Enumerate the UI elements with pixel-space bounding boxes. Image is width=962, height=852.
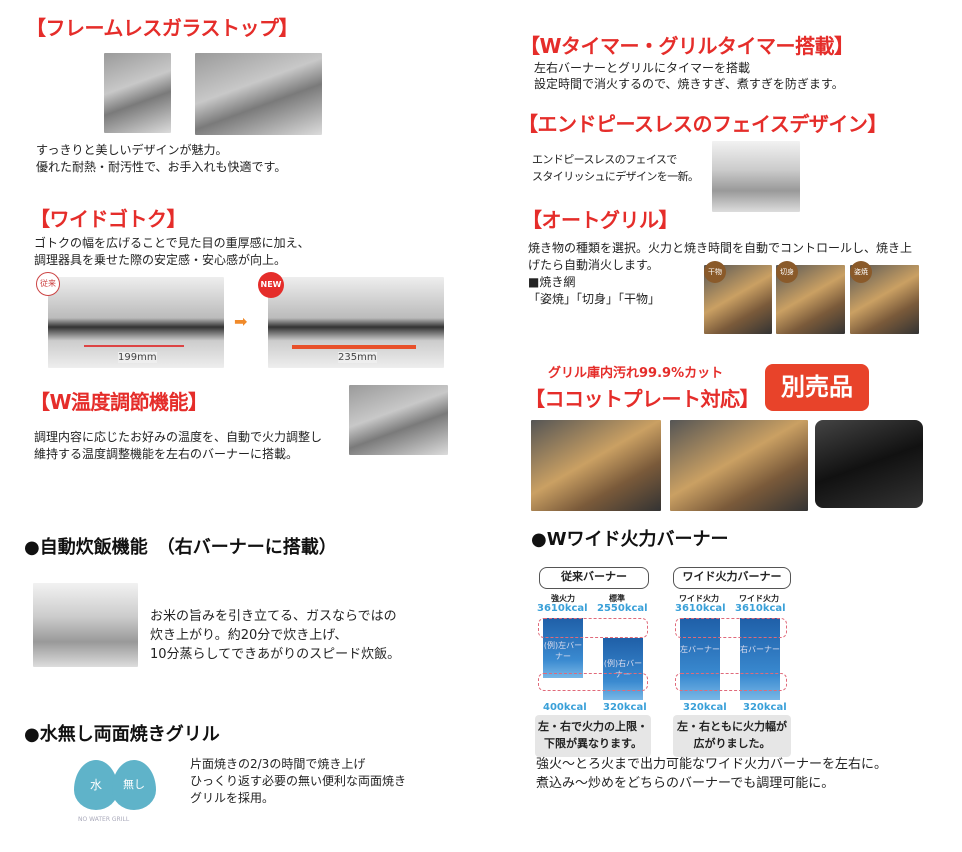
timer-title: 【Wタイマー・グリルタイマー搭載】 <box>520 34 854 58</box>
w-temp-title: 【W温度調節機能】 <box>30 390 208 414</box>
top-label: 強火力 <box>551 594 575 603</box>
rice-title: ●自動炊飯機能 （右バーナーに搭載） <box>24 537 337 558</box>
kcal-value: 320kcal <box>603 702 647 713</box>
auto-grill-title: 【オートグリル】 <box>522 208 679 232</box>
arrow-right-icon: ➡ <box>234 312 248 331</box>
range-highlight <box>538 673 648 691</box>
sold-separately-badge: 別売品 <box>765 364 869 411</box>
new-caption: 左・右ともに火力幅が広がりました。 <box>673 715 791 757</box>
timer-text: 左右バーナーとグリルにタイマーを搭載 設定時間で消火するので、焼きすぎ、煮すぎを… <box>534 60 844 92</box>
glass-top-photo <box>195 53 322 135</box>
new-width: 235mm <box>338 352 377 363</box>
kcal-value: 320kcal <box>743 702 787 713</box>
top-label: ワイド火力 <box>679 594 719 603</box>
frameless-text: すっきりと美しいデザインが魅力。 優れた耐熱・耐汚性で、お手入れも快適です。 <box>36 142 286 176</box>
kcal-value: 3610kcal <box>537 603 588 614</box>
burner-text: 強火～とろ火まで出力可能なワイド火力バーナーを左右に。 煮込み～炒めをどちらのバ… <box>536 755 887 793</box>
text-line: 優れた耐熱・耐汚性で、お手入れも快適です。 <box>36 160 287 174</box>
w-temp-text: 調理内容に応じたお好みの温度を、自動で火力調整し 維持する温度調整機能を左右のバ… <box>34 429 322 463</box>
grill-title: ●水無し両面焼きグリル <box>24 724 220 745</box>
rice-pot-photo <box>33 583 138 667</box>
text-line: すっきりと美しいデザインが魅力。 <box>36 143 228 157</box>
face-text: エンドピースレスのフェイスで スタイリッシュにデザインを一新。 <box>532 151 699 185</box>
top-label: 標準 <box>609 594 625 603</box>
top-label: ワイド火力 <box>739 594 779 603</box>
old-badge: 従来 <box>36 272 60 296</box>
text-line: 維持する温度調整機能を左右のバーナーに搭載。 <box>34 447 299 461</box>
text-line: 設定時間で消火するので、焼きすぎ、煮すぎを防ぎます。 <box>534 77 844 91</box>
auto-grill-text: 焼き物の種類を選択。火力と焼き時間を自動でコントロールし、焼き上 げたら自動消火… <box>528 240 912 308</box>
cocotte-subtitle: グリル庫内汚れ99.9%カット <box>548 366 724 381</box>
cocotte-photo-chicken <box>670 420 808 511</box>
cocotte-photo-toast <box>531 420 661 511</box>
text-line: 左右バーナーとグリルにタイマーを搭載 <box>534 61 751 75</box>
kcal-value: 3610kcal <box>735 603 786 614</box>
photo-label: 干物 <box>704 261 726 283</box>
text-line: ひっくり返す必要の無い便利な両面焼き <box>190 774 407 788</box>
text-line: スタイリッシュにデザインを一新。 <box>532 170 699 183</box>
photo-label: 切身 <box>776 261 798 283</box>
text-line: 片面焼きの2/3の時間で焼き上げ <box>190 757 366 771</box>
text-line: 焼き物の種類を選択。火力と焼き時間を自動でコントロールし、焼き上 <box>528 241 913 255</box>
burner-title: ●Wワイド火力バーナー <box>531 529 729 550</box>
text-line: 10分蒸らしてできあがりのスピード炊飯。 <box>150 647 401 662</box>
bar-old-right: (例)右バーナー <box>603 638 643 700</box>
text-line: ゴトクの幅を広げることで見た目の重厚感に加え、 <box>34 236 310 250</box>
logo-caption: NO WATER GRILL <box>78 816 130 823</box>
face-design-photo <box>712 141 800 212</box>
text-line: 煮込み～炒めをどちらのバーナーでも調理可能に。 <box>536 776 835 791</box>
text-line: 下限が異なります。 <box>544 737 642 750</box>
water-drop-icon: 無し <box>112 760 156 810</box>
text-line: エンドピースレスのフェイスで <box>532 153 677 166</box>
width-arrow <box>292 345 416 349</box>
text-line: グリルを採用。 <box>190 791 275 805</box>
cocotte-plate-photo <box>815 420 923 508</box>
text-line: げたら自動消火します。 <box>528 258 659 272</box>
range-highlight <box>538 618 648 638</box>
bar-old-left: (例)左バーナー <box>543 618 583 678</box>
face-title: 【エンドピースレスのフェイスデザイン】 <box>518 112 887 136</box>
grill-photo-kirimi: 切身 <box>776 261 845 334</box>
text-line: 調理内容に応じたお好みの温度を、自動で火力調整し <box>34 430 323 444</box>
range-highlight <box>675 673 787 691</box>
frameless-title: 【フレームレスガラストップ】 <box>26 16 299 40</box>
burner-comparison-diagram: 従来バーナー ワイド火力バーナー 強火力 標準 ワイド火力 ワイド火力 3610… <box>535 563 793 757</box>
rice-text: お米の旨みを引き立てる、ガスならではの 炊き上がり。約20分で炊き上げ、 10分… <box>150 607 400 664</box>
grill-text: 片面焼きの2/3の時間で焼き上げ ひっくり返す必要の無い便利な両面焼き グリルを… <box>190 756 406 807</box>
wide-gotoku-title: 【ワイドゴトク】 <box>30 207 187 231</box>
text-line: 調理器具を乗せた際の安定感・安心感が向上。 <box>34 253 287 267</box>
grill-photo-himono: 干物 <box>704 261 772 334</box>
no-water-grill-logo: 水 無し NO WATER GRILL <box>72 752 160 828</box>
old-caption: 左・右で火力の上限・下限が異なります。 <box>535 715 651 757</box>
glass-top-photo <box>104 53 171 133</box>
water-drop-icon: 水 <box>74 760 118 810</box>
text-line: 左・右ともに火力幅が <box>677 720 787 733</box>
tamagoyaki-photo <box>349 385 448 455</box>
bar-new-left: 左バーナー <box>680 618 720 700</box>
old-width: 199mm <box>118 352 157 363</box>
width-arrow <box>84 345 184 347</box>
bar-new-right: 右バーナー <box>740 618 780 700</box>
text-line: お米の旨みを引き立てる、ガスならではの <box>150 609 397 624</box>
range-highlight <box>675 618 787 638</box>
new-burner-label: ワイド火力バーナー <box>673 567 791 589</box>
text-line: 炊き上がり。約20分で炊き上げ、 <box>150 628 348 643</box>
text-line: ■焼き網 <box>528 275 576 289</box>
photo-label: 姿焼 <box>850 261 872 283</box>
old-burner-label: 従来バーナー <box>539 567 649 589</box>
cocotte-title: 【ココットプレート対応】 <box>525 387 760 411</box>
wide-gotoku-text: ゴトクの幅を広げることで見た目の重厚感に加え、 調理器具を乗せた際の安定感・安心… <box>34 235 310 269</box>
kcal-value: 320kcal <box>683 702 727 713</box>
kcal-value: 2550kcal <box>597 603 648 614</box>
new-badge: NEW <box>258 272 284 298</box>
text-line: 広がりました。 <box>693 737 771 750</box>
grill-photo-sugatayaki: 姿焼 <box>850 261 919 334</box>
kcal-value: 400kcal <box>543 702 587 713</box>
kcal-value: 3610kcal <box>675 603 726 614</box>
text-line: 左・右で火力の上限・ <box>538 720 648 733</box>
text-line: 「姿焼」「切身」「干物」 <box>528 292 661 306</box>
text-line: 強火～とろ火まで出力可能なワイド火力バーナーを左右に。 <box>536 757 888 772</box>
